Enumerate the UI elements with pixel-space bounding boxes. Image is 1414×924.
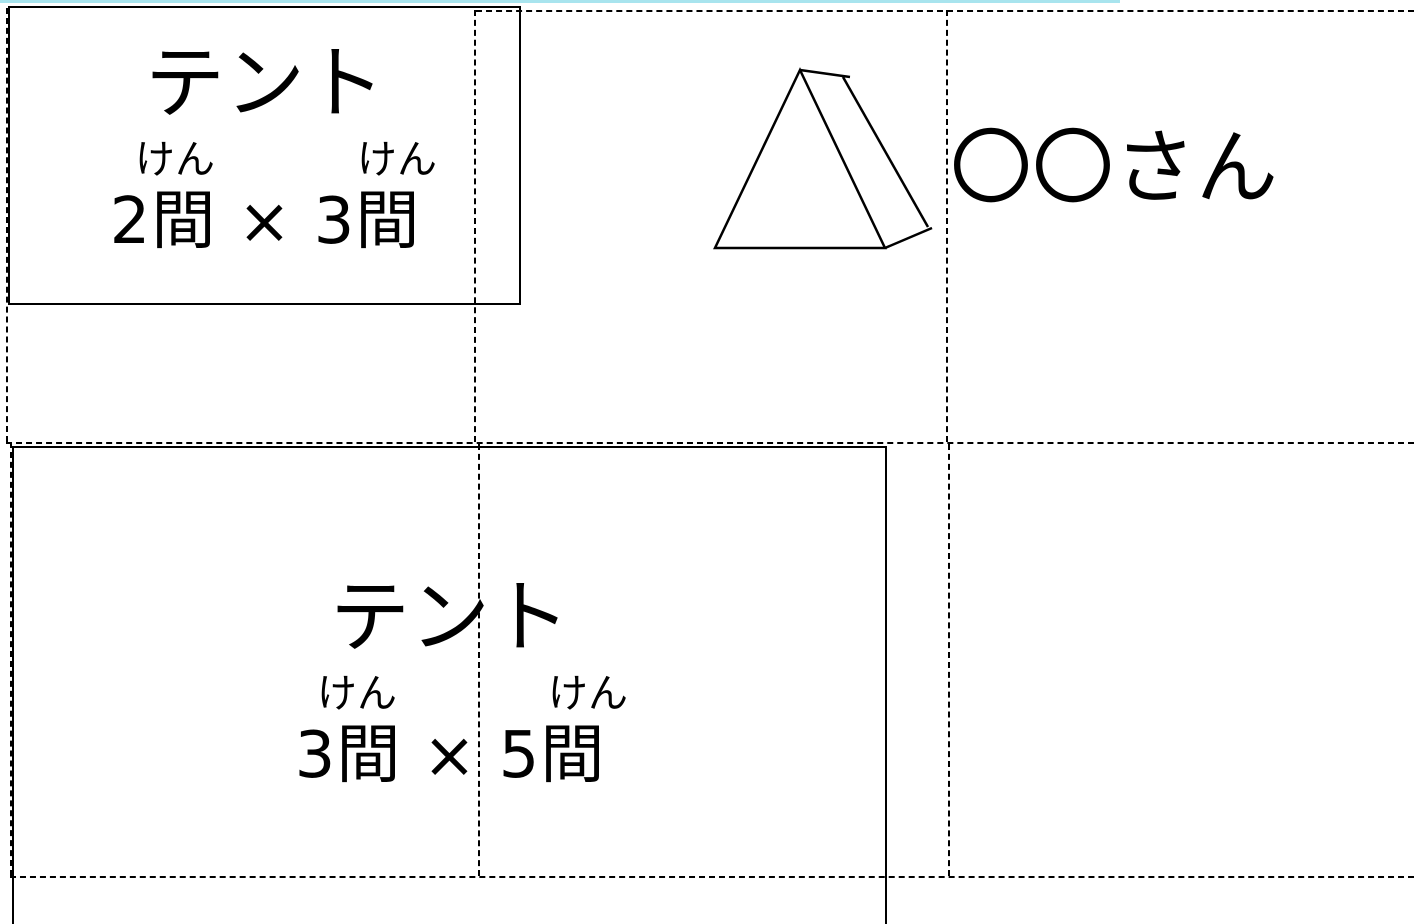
tent-large-ruby-1: けん [317,671,397,717]
tent-icon [713,67,933,250]
tent-large-size: 3間 × 5間 [294,719,606,793]
grid-line-column-1-lower [478,444,480,876]
grid-line-left-lower [10,442,12,876]
tent-large-ruby-2: けん [548,671,628,717]
tent-large-area [12,446,887,924]
grid-line-column-2-lower [948,444,950,876]
tent-large-size-row: けん けん 3間 × 5間 [245,674,655,788]
grid-line-left [6,8,8,442]
grid-line-top [476,10,1414,12]
tent-large-label: テント けん けん 3間 × 5間 [245,571,655,789]
grid-line-column-1-upper [474,10,476,442]
tent-small-label: テント けん けん 2間 × 3間 [60,37,470,255]
assignee-label: 〇〇さん [950,121,1279,216]
top-accent-line [0,0,1120,3]
tent-small-size-row: けん けん 2間 × 3間 [60,140,470,254]
grid-line-middle [6,442,1414,444]
tent-small-ruby-1: けん [135,137,215,183]
grid-line-bottom [10,876,1414,878]
grid-line-column-2-upper [946,10,948,442]
tent-small-size: 2間 × 3間 [109,185,421,259]
tent-small-area [8,6,521,305]
tent-large-name: テント [330,571,570,664]
tent-small-name: テント [145,37,385,130]
tent-small-ruby-2: けん [357,137,437,183]
